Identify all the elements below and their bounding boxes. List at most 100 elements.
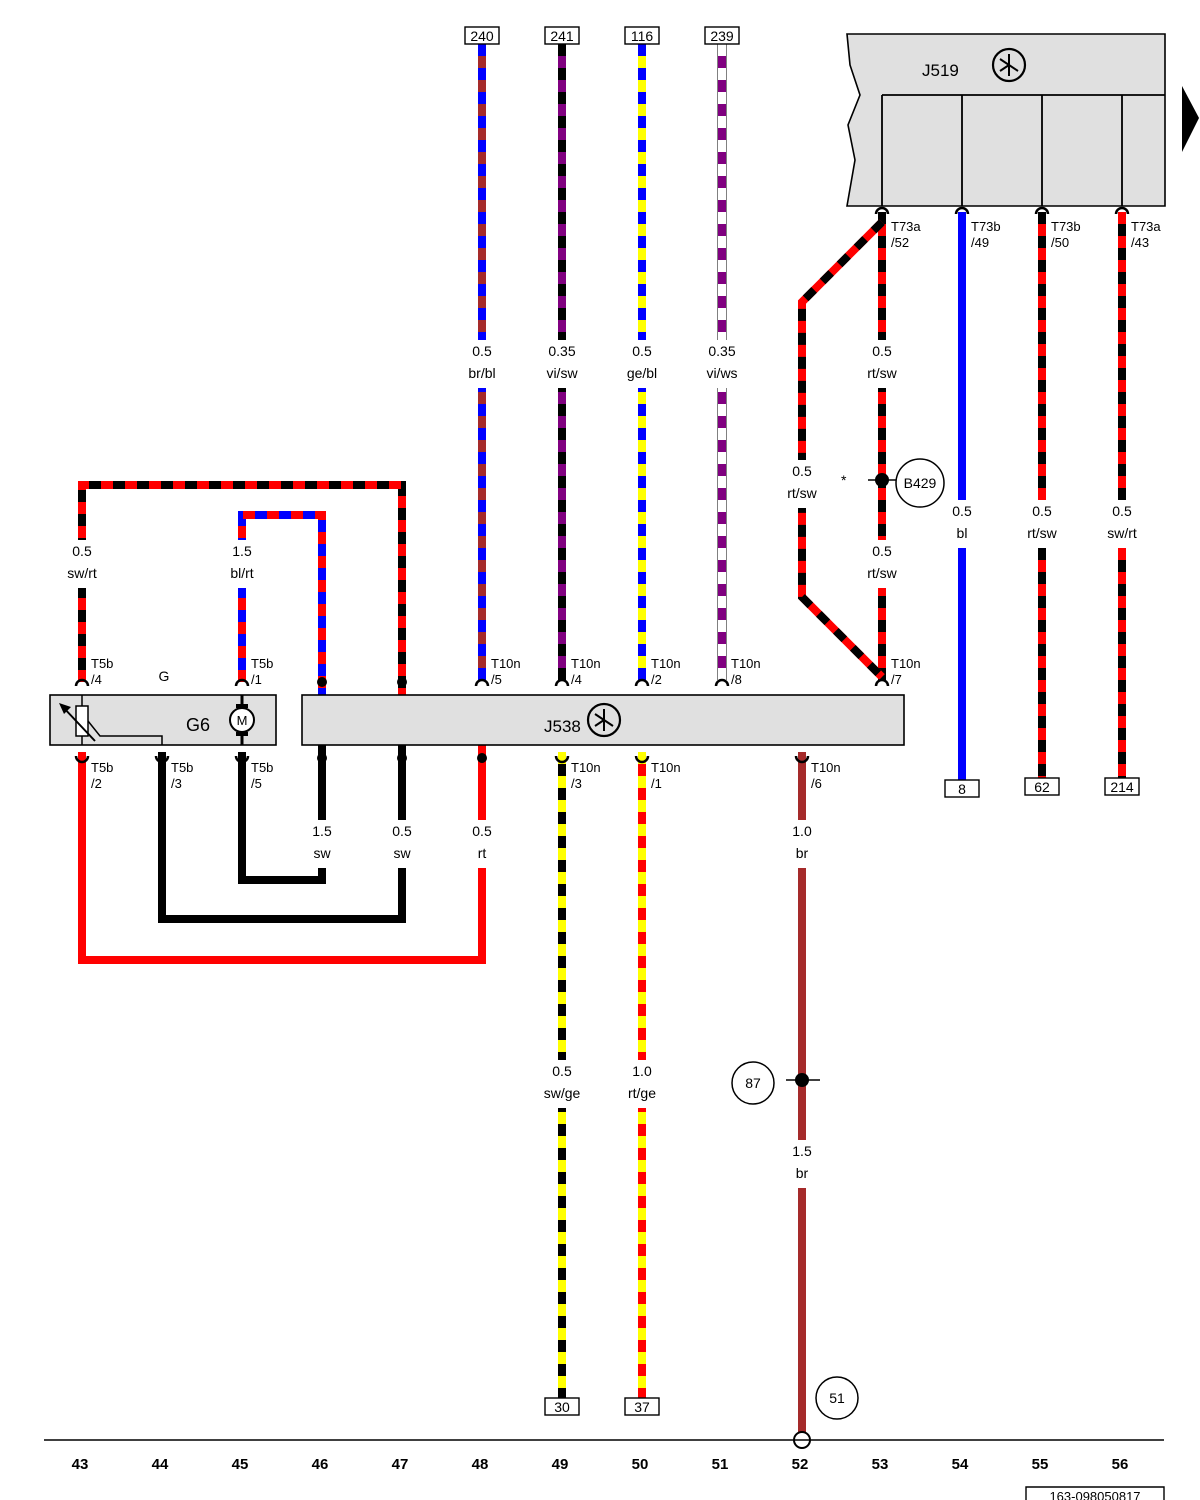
svg-text:30: 30 (554, 1399, 570, 1415)
wire-label-w48: 0.5rt (456, 820, 508, 868)
ref-box-30: 30 (544, 1397, 580, 1416)
column-number: 43 (72, 1456, 89, 1473)
ref-box-240: 240 (464, 26, 500, 45)
pin-t10n7: T10n/7 (891, 656, 921, 687)
wire-label-w55: 0.5 rt/sw (1016, 500, 1068, 548)
svg-text:241: 241 (550, 28, 574, 44)
svg-text:62: 62 (1034, 779, 1050, 795)
column-number: 52 (792, 1456, 809, 1473)
wire-label-w50: 1.0rt/ge (616, 1060, 668, 1108)
svg-text:240: 240 (470, 28, 494, 44)
connector-icon (1034, 206, 1050, 215)
connection-87-dot (795, 1073, 809, 1087)
wire-label-w56: 0.5sw/rt (1096, 500, 1148, 548)
wire-label-w240: 0.5br/bl (456, 340, 508, 388)
connector-icon (474, 678, 490, 687)
svg-text:rt/sw: rt/sw (867, 565, 897, 581)
svg-text:bl: bl (957, 525, 968, 541)
svg-text:sw: sw (393, 845, 411, 861)
ref-box-8: 8 (944, 779, 980, 798)
doc-id: 163-098050817 (1049, 1489, 1140, 1500)
svg-text:1.0: 1.0 (632, 1063, 652, 1079)
svg-text:116: 116 (631, 28, 654, 44)
svg-text:sw/rt: sw/rt (1107, 525, 1137, 541)
svg-text:1.5: 1.5 (232, 543, 252, 559)
column-number: 44 (152, 1456, 169, 1473)
svg-text:1.5: 1.5 (792, 1143, 812, 1159)
b429-splice-dot (875, 473, 889, 487)
pin-t10n6: T10n/6 (811, 760, 841, 791)
connector-icon (634, 678, 650, 687)
motor-icon: M (229, 695, 255, 745)
pin-t10n3: T10n/3 (571, 760, 601, 791)
connector-icon (794, 755, 810, 764)
connector-icon (74, 678, 90, 687)
pin-t5b4: T5b/4 (91, 656, 113, 687)
svg-text:0.5: 0.5 (872, 343, 892, 359)
wire-label-w52b: 1.5 br (776, 1140, 828, 1188)
pin-t5b5: T5b/5 (251, 760, 273, 791)
j538-label: J538 (544, 717, 581, 736)
pin-t10n4: T10n/4 (571, 656, 601, 687)
wire-label-wdiag: 0.5rt/sw (776, 460, 828, 508)
svg-text:0.5: 0.5 (472, 823, 492, 839)
svg-text:214: 214 (1110, 779, 1134, 795)
pin-t73a43: T73a/43 (1131, 219, 1161, 250)
junction-dot (317, 753, 327, 763)
connector-icon (714, 678, 730, 687)
svg-text:sw/ge: sw/ge (544, 1085, 581, 1101)
connector-icon (874, 678, 890, 687)
column-number: 50 (632, 1456, 649, 1473)
svg-text:rt/sw: rt/sw (1027, 525, 1057, 541)
svg-text:br/bl: br/bl (468, 365, 495, 381)
connector-icon (154, 755, 170, 764)
column-number: 48 (472, 1456, 489, 1473)
b429-circle: B429 (895, 458, 945, 508)
svg-text:vi/ws: vi/ws (706, 365, 737, 381)
ground-51-circle: 51 (815, 1376, 859, 1420)
g6-sender-motor: G G6 M (49, 668, 277, 746)
pin-t5b2: T5b/2 (91, 760, 113, 791)
svg-text:0.5: 0.5 (1032, 503, 1052, 519)
svg-text:51: 51 (829, 1390, 845, 1406)
junction-dot (477, 753, 487, 763)
svg-text:br: br (796, 1165, 809, 1181)
svg-text:br: br (796, 845, 809, 861)
wire-label-w49: 0.5 sw/ge (536, 1060, 588, 1108)
connector-icon (234, 678, 250, 687)
svg-text:37: 37 (634, 1399, 650, 1415)
connector-icon (634, 755, 650, 764)
svg-text:sw: sw (313, 845, 331, 861)
svg-text:sw/rt: sw/rt (67, 565, 97, 581)
pin-t10n5: T10n/5 (491, 656, 521, 687)
column-number: 47 (392, 1456, 409, 1473)
j519-control-unit: J519 (846, 33, 1166, 207)
connector-icon (874, 206, 890, 215)
svg-text:0.5: 0.5 (552, 1063, 572, 1079)
wire-label-w43: 0.5sw/rt (56, 540, 108, 588)
ref-box-241: 241 (544, 26, 580, 45)
column-number: 45 (232, 1456, 249, 1473)
svg-text:vi/sw: vi/sw (546, 365, 578, 381)
junction-dot (317, 677, 327, 687)
wire-label-w116: 0.5ge/bl (616, 340, 668, 388)
wire-w47 (158, 745, 406, 923)
junction-dot (397, 753, 407, 763)
connection-87-circle: 87 (731, 1061, 775, 1105)
connector-icon (74, 755, 90, 764)
svg-text:239: 239 (710, 28, 734, 44)
control-unit-symbol-icon (586, 702, 622, 738)
ref-box-116: 116 (624, 26, 660, 45)
svg-text:0.5: 0.5 (952, 503, 972, 519)
wire-w45 (238, 511, 326, 695)
ref-box-239: 239 (704, 26, 740, 45)
svg-text:0.5: 0.5 (392, 823, 412, 839)
j519-label: J519 (922, 61, 959, 80)
wire-label-w53b: 0.5rt/sw (856, 540, 908, 588)
g-label: G (159, 668, 170, 684)
g6-label: G6 (186, 715, 210, 735)
svg-text:8: 8 (958, 781, 966, 797)
